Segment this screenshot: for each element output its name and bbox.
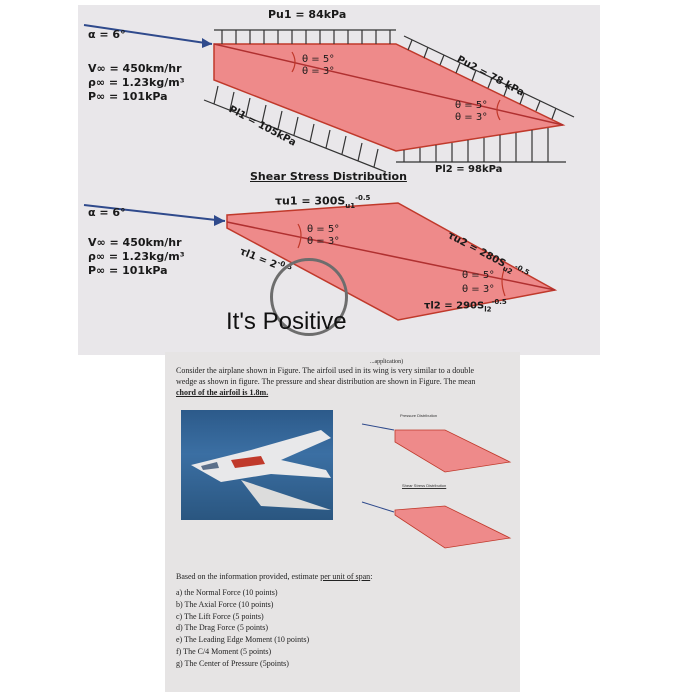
mini-pressure-title: Pressure Distribution [400,413,438,418]
shear-tau-l2-text: τl2 = 290S [424,300,485,312]
overlay-caption: It's Positive [226,308,347,335]
shear-right-theta3: θ = 3° [462,284,495,295]
pressure-alpha-label: α = 6° [88,28,126,41]
shear-freestream-arrow [83,204,226,222]
shear-freestream-label: P∞ = 101kPa [88,264,168,277]
lower-pressure-arrows-left [203,85,387,173]
shear-right-angle-arc [501,267,506,297]
doc-question-item: e) The Leading Edge Moment (10 points) [176,635,310,645]
shear-tau-u1-text: τu1 = 300S [275,194,346,208]
pressure-freestream-arrowhead [202,38,212,48]
shear-tau-l2-sub: l2 [484,305,492,314]
mini-shear-title: Shear Stress Distribution [402,483,447,488]
doc-intro-line3: chord of the airfoil is 1.8m. [176,388,269,397]
shear-wedge-chord [226,221,556,291]
pressure-right-angle-arc [496,99,501,121]
doc-question-item: b) The Axial Force (10 points) [176,599,274,609]
pressure-pu1-label: Pu1 = 84kPa [268,8,347,21]
shear-density-label: ρ∞ = 1.23kg/m³ [88,250,185,263]
doc-question-lead-underlined: per unit of span [320,572,371,581]
shear-left-angle-arc [297,223,302,249]
shear-tau-l2-label: τl2 = 290Sl2-0.5 [424,298,507,313]
doc-question-item: g) The Center of Pressure (5points) [176,658,289,668]
shear-tau-l2-exp: -0.5 [491,298,507,306]
shear-right-theta5: θ = 5° [462,270,495,281]
lower-pressure-arrows-right [396,128,566,163]
shear-left-theta5: θ = 5° [307,224,340,235]
pressure-left-theta3: θ = 3° [302,66,335,77]
pressure-wedge-airfoil [213,43,566,152]
shear-wedge-airfoil [226,202,558,321]
shear-tau-u1-label: τu1 = 300Su1-0.5 [275,194,370,210]
pressure-right-theta5: θ = 5° [455,100,488,111]
shear-left-theta3: θ = 3° [307,236,340,247]
overlay-circle-icon [270,258,348,336]
doc-question-item: d) The Drag Force (5 points) [176,623,269,633]
pressure-left-theta5: θ = 5° [302,54,335,65]
shear-alpha-label: α = 6° [88,206,126,219]
airplane-shape-icon [191,430,331,510]
doc-question-lead: Based on the information provided, estim… [176,572,372,582]
pressure-freestream-label: P∞ = 101kPa [88,90,168,103]
doc-header-fragment: ...application) [370,359,404,365]
shear-tau-u1-sub: u1 [345,201,356,210]
shear-section-title: Shear Stress Distribution [250,170,407,183]
doc-intro-line1: Consider the airplane shown in Figure. T… [176,366,475,375]
doc-question-item: a) the Normal Force (10 points) [176,588,278,597]
pressure-left-angle-arc [291,51,296,73]
doc-question-list: a) the Normal Force (10 points) b) The A… [176,587,309,670]
doc-question-item: c) The Lift Force (5 points) [176,611,264,621]
doc-question-item: f) The C/4 Moment (5 points) [176,646,272,656]
pressure-velocity-label: V∞ = 450km/hr [88,62,182,75]
pressure-pl2-label: Pl2 = 98kPa [435,164,503,175]
pressure-wedge-chord [213,43,564,126]
doc-question-lead-end: : [370,572,373,581]
pressure-density-label: ρ∞ = 1.23kg/m³ [88,76,185,89]
upper-pressure-arrows-left [214,29,396,44]
upper-pressure-arrows-right [403,35,575,120]
pressure-right-theta3: θ = 3° [455,112,488,123]
doc-question-lead-text: Based on the information provided, estim… [176,572,321,581]
shear-tau-u1-exp: -0.5 [355,194,371,202]
airplane-photo [181,410,333,520]
pressure-freestream-arrow [83,24,213,45]
shear-velocity-label: V∞ = 450km/hr [88,236,182,249]
doc-intro-line2: wedge as shown in figure. The pressure a… [176,377,476,386]
shear-freestream-arrowhead [214,215,225,226]
